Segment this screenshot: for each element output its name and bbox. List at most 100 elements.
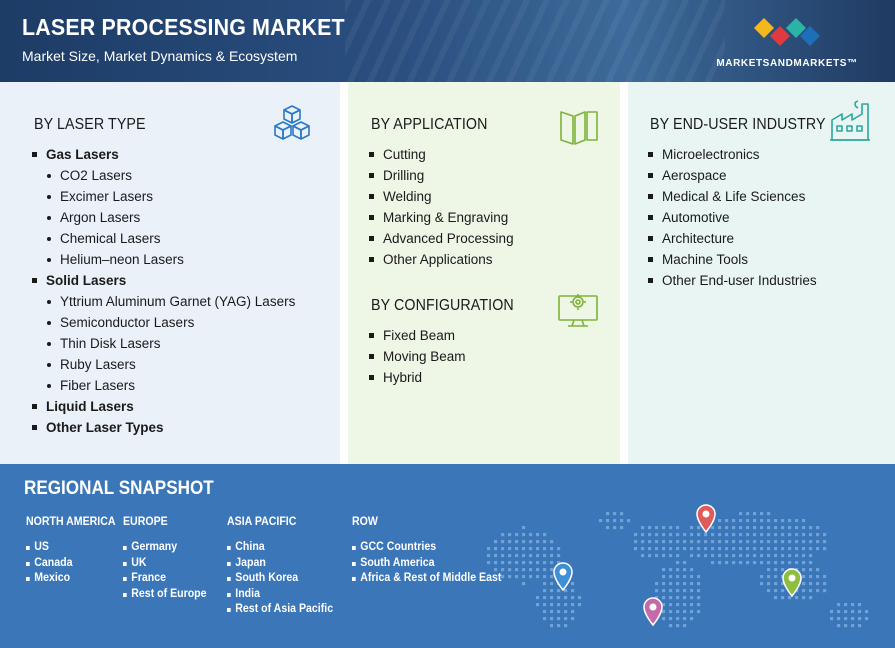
map-dot <box>662 568 666 572</box>
map-dot <box>606 519 610 523</box>
map-dot <box>508 554 512 558</box>
map-dot <box>718 540 722 544</box>
map-dot <box>746 547 750 551</box>
map-dot <box>543 540 547 544</box>
map-dot <box>662 554 666 558</box>
map-dot <box>760 526 764 530</box>
map-dot <box>564 610 568 614</box>
map-dot <box>564 596 568 600</box>
map-dot <box>536 575 540 579</box>
map-dot <box>802 533 806 537</box>
map-dot <box>564 617 568 621</box>
map-dot <box>760 533 764 537</box>
map-dot <box>557 624 561 628</box>
map-dot <box>816 533 820 537</box>
map-dot <box>760 554 764 558</box>
logo-diamond-yellow <box>754 18 774 38</box>
map-dot <box>844 624 848 628</box>
map-dot <box>802 596 806 600</box>
header-decoration <box>345 0 725 82</box>
map-dot <box>662 603 666 607</box>
map-dot <box>844 610 848 614</box>
map-dot <box>851 617 855 621</box>
map-dot <box>760 519 764 523</box>
panels-icon <box>560 111 598 145</box>
map-dot <box>816 547 820 551</box>
map-dot <box>529 540 533 544</box>
map-dot <box>767 582 771 586</box>
list-item: Fiber Lasers <box>32 375 295 396</box>
map-dot <box>767 512 771 516</box>
panel-gap <box>340 82 348 464</box>
map-dot <box>774 596 778 600</box>
map-dot <box>676 533 680 537</box>
page-title: LASER PROCESSING MARKET <box>22 14 345 40</box>
map-dot <box>543 596 547 600</box>
map-dot <box>669 568 673 572</box>
map-dot <box>641 533 645 537</box>
map-dot <box>809 540 813 544</box>
map-dot <box>543 561 547 565</box>
map-dot <box>515 575 519 579</box>
logo-diamond-teal <box>786 18 806 38</box>
map-dot <box>669 526 673 530</box>
map-dot <box>557 589 561 593</box>
map-dot <box>781 540 785 544</box>
map-dot <box>865 617 869 621</box>
map-dot <box>599 519 603 523</box>
map-dot <box>851 603 855 607</box>
map-dot <box>690 540 694 544</box>
map-dot <box>809 575 813 579</box>
map-dot <box>732 533 736 537</box>
map-dot <box>536 554 540 558</box>
map-dot <box>522 526 526 530</box>
country-item: France <box>123 571 207 587</box>
map-dot <box>704 547 708 551</box>
map-dot <box>774 547 778 551</box>
map-dot <box>697 575 701 579</box>
list-item: Hybrid <box>369 367 466 388</box>
list-item: Marking & Engraving <box>369 207 514 228</box>
map-dot <box>767 547 771 551</box>
map-dot <box>774 533 778 537</box>
map-dot <box>767 526 771 530</box>
country-item: Japan <box>227 556 333 572</box>
list-item: Architecture <box>648 228 817 249</box>
map-dot <box>802 582 806 586</box>
map-dot <box>543 582 547 586</box>
map-dot <box>739 547 743 551</box>
map-dot <box>725 533 729 537</box>
map-dot <box>522 547 526 551</box>
map-dot <box>557 603 561 607</box>
map-dot <box>494 554 498 558</box>
map-dot <box>669 589 673 593</box>
map-dot <box>802 554 806 558</box>
map-dot <box>536 547 540 551</box>
map-dot <box>683 547 687 551</box>
map-dot <box>837 617 841 621</box>
list-item: Medical & Life Sciences <box>648 186 817 207</box>
map-dot <box>781 589 785 593</box>
map-dot <box>753 519 757 523</box>
list-item: Advanced Processing <box>369 228 514 249</box>
map-dot <box>774 589 778 593</box>
list-item: Semiconductor Lasers <box>32 312 295 333</box>
map-dot <box>641 540 645 544</box>
application-title: BY APPLICATION <box>371 116 488 133</box>
map-dot <box>669 554 673 558</box>
list-item: Fixed Beam <box>369 325 466 346</box>
map-dot <box>557 610 561 614</box>
map-dot <box>795 561 799 565</box>
country-item: US <box>26 540 116 556</box>
map-dot <box>753 526 757 530</box>
map-dot <box>529 575 533 579</box>
map-dot <box>515 568 519 572</box>
map-dot <box>557 617 561 621</box>
map-dot <box>606 512 610 516</box>
map-dot <box>501 554 505 558</box>
brand-logo[interactable]: MARKETSANDMARKETS™ <box>712 14 862 74</box>
map-dot <box>683 561 687 565</box>
